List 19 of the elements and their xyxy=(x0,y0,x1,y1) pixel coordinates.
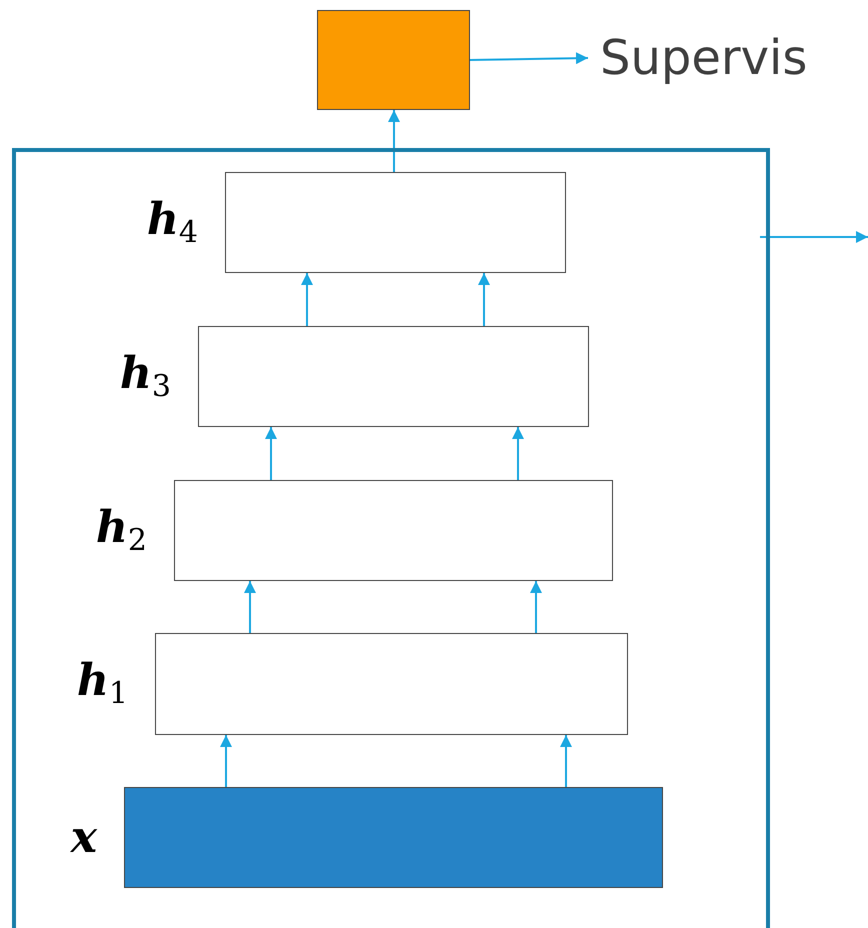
arrow xyxy=(220,735,232,787)
arrow xyxy=(244,581,256,633)
arrow xyxy=(388,110,400,172)
output-box xyxy=(317,10,470,110)
arrow xyxy=(760,231,868,243)
arrow xyxy=(265,427,277,480)
arrow xyxy=(512,427,524,480)
arrow xyxy=(301,273,313,326)
layer-label: h$_{1}$ xyxy=(76,659,128,709)
arrow xyxy=(478,273,490,326)
arrow xyxy=(470,52,588,64)
frame xyxy=(12,148,770,928)
layer-label: h$_{3}$ xyxy=(120,352,171,402)
arrow xyxy=(560,735,572,787)
arrow xyxy=(530,581,542,633)
layer-label: h$_{2}$ xyxy=(96,506,147,556)
layer-label: x xyxy=(70,816,97,860)
supervision-text: Supervis xyxy=(600,30,808,86)
layer-label: h$_{4}$ xyxy=(146,198,198,248)
